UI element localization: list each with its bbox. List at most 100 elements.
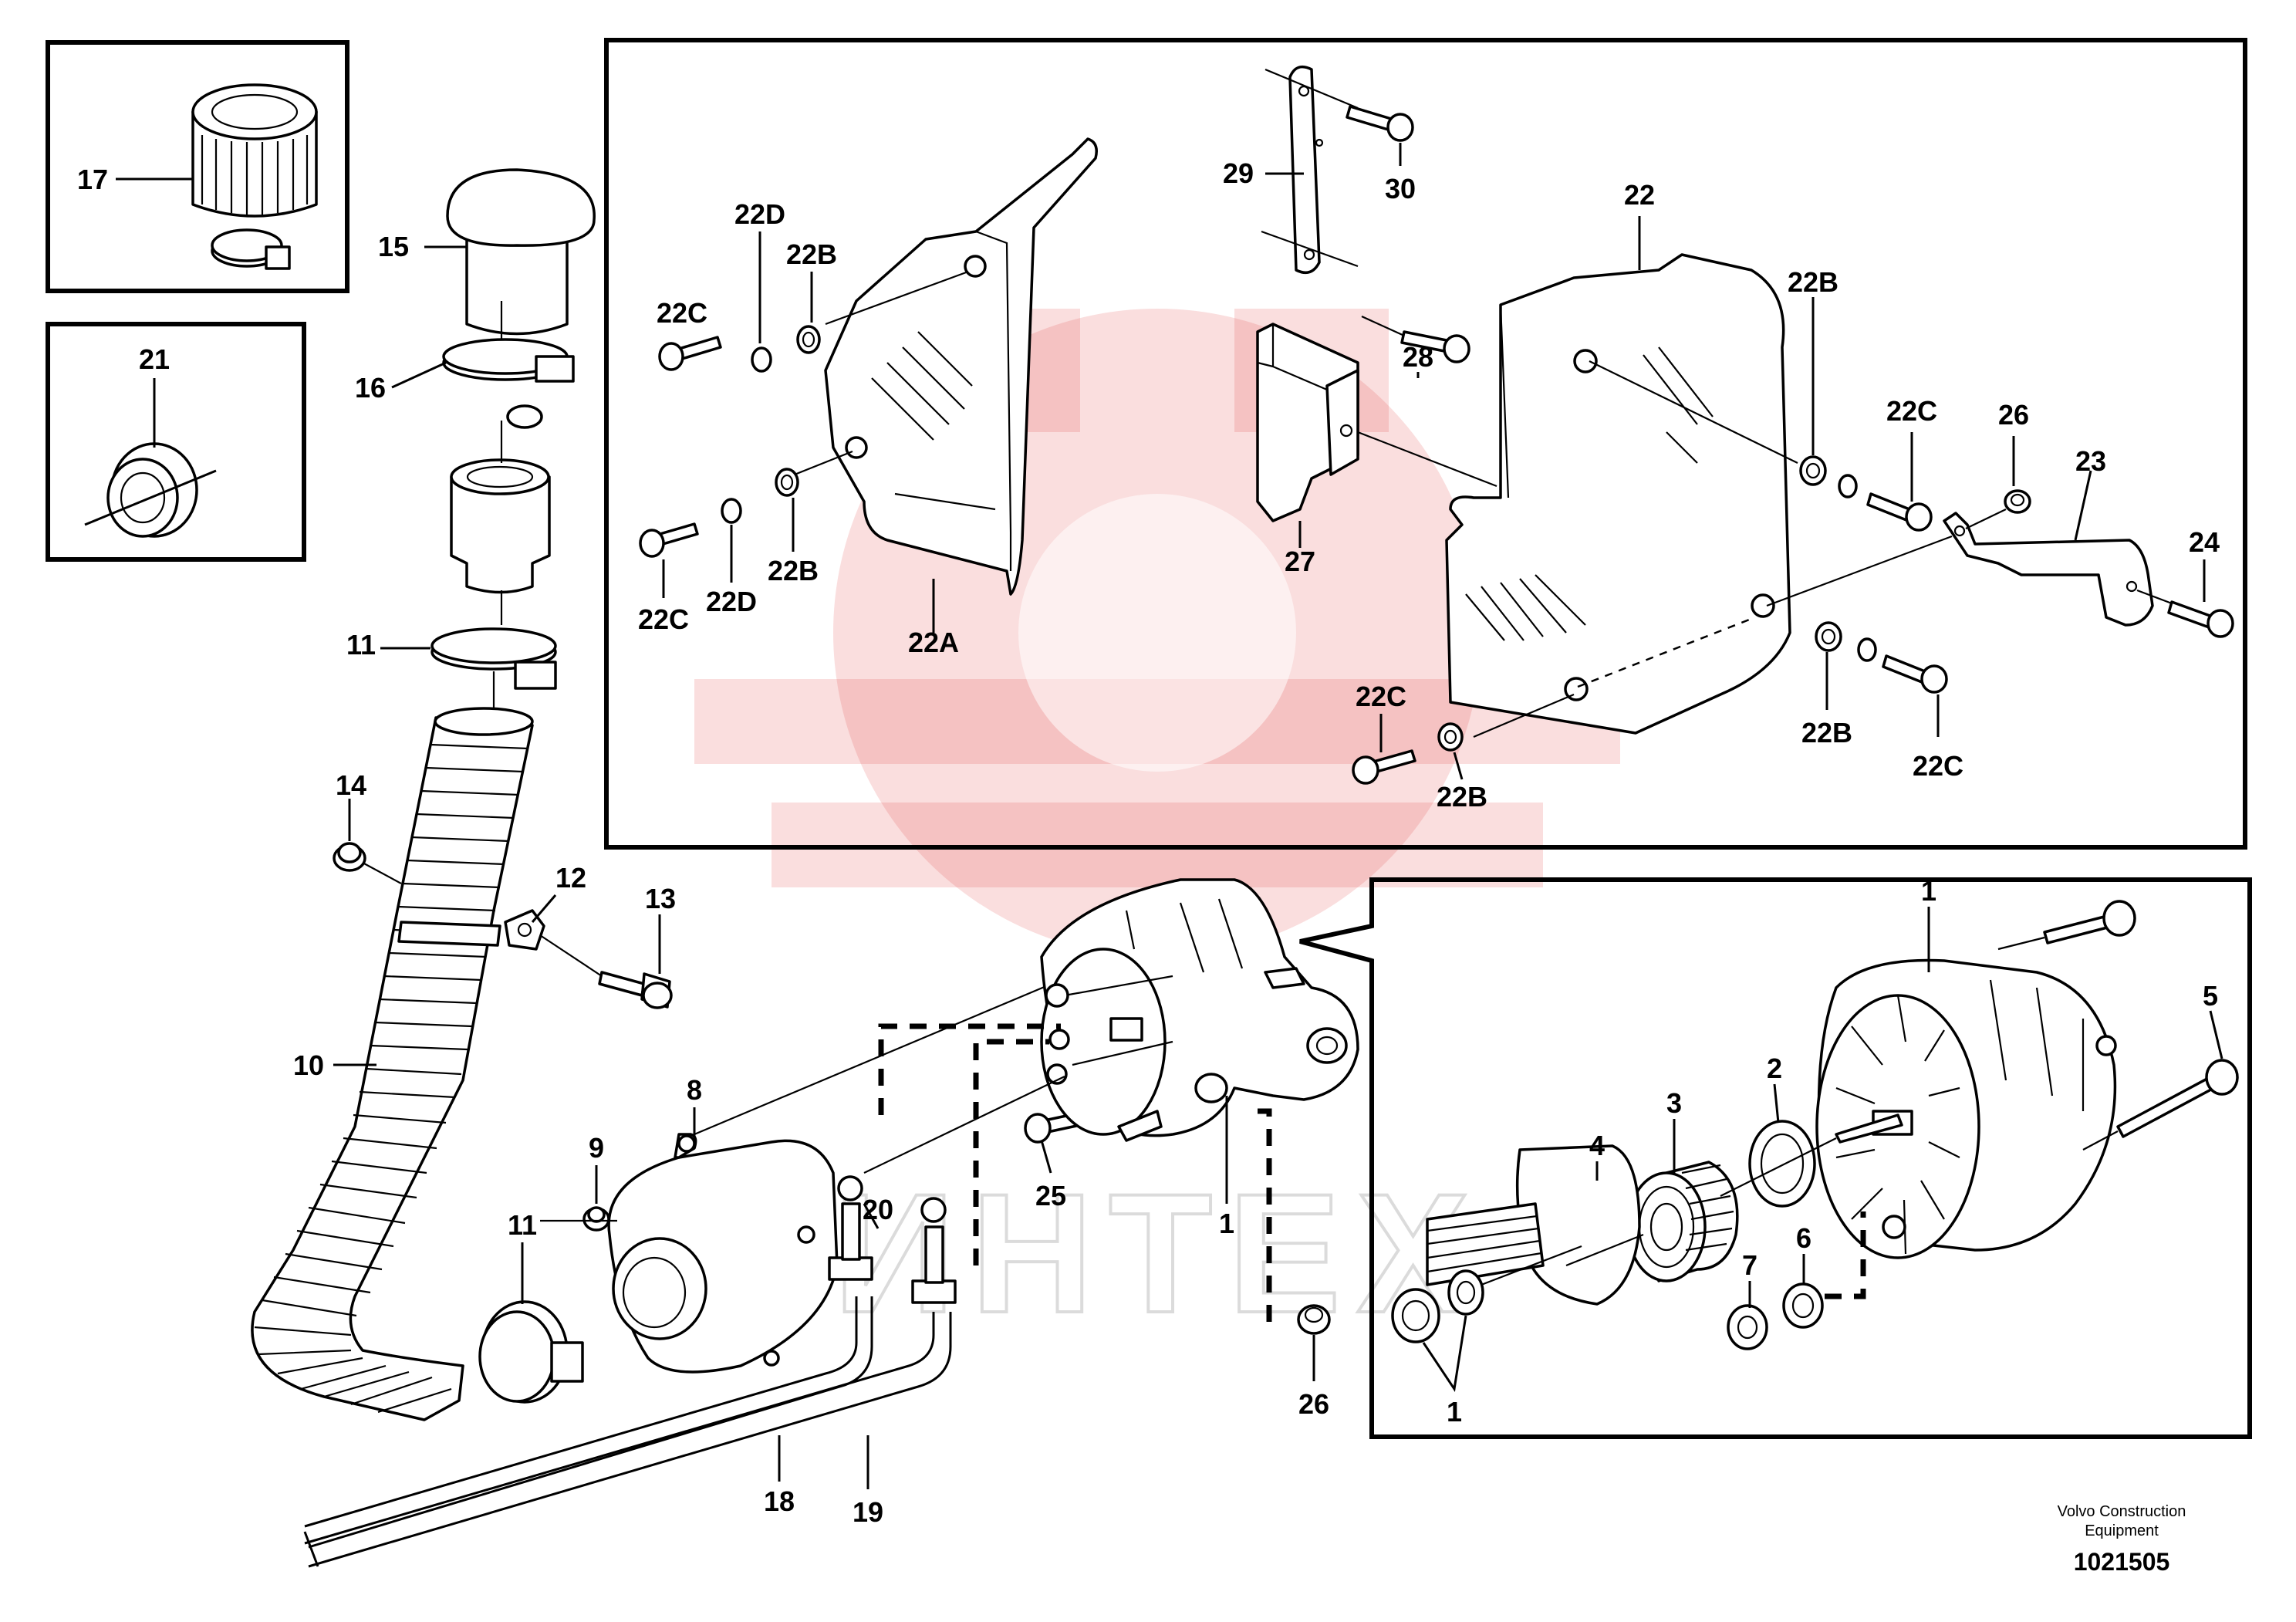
axis-29-upper: [1264, 68, 1359, 110]
hose-clamp-upper-part: [442, 338, 575, 429]
axis-bolt-top: [1997, 936, 2045, 951]
nut-washer-set-part: [1391, 1269, 1484, 1343]
alternator-main-part: [1040, 878, 1359, 1142]
rear-cover-part: [607, 1133, 839, 1374]
label-14: 14: [336, 769, 366, 801]
axis-pulley: [1720, 1137, 1837, 1197]
bushing-22b-right-upper-part: [1799, 455, 1827, 486]
label-22b-5: 22B: [1437, 781, 1487, 813]
washer-22d-lower-part: [721, 498, 742, 524]
axis-27: [1357, 431, 1497, 488]
hose-clamp-middle-part: [430, 627, 557, 718]
washer-22d-upper-part: [751, 346, 772, 373]
nut-7-part: [1727, 1304, 1768, 1350]
label-16: 16: [355, 372, 386, 404]
axis-belt: [1565, 1233, 1644, 1267]
label-6: 6: [1796, 1222, 1811, 1254]
washer-right-lower-part: [1857, 637, 1877, 662]
alternator-detail-part: [1815, 958, 2117, 1259]
leader-16: [391, 361, 447, 389]
label-22c-3: 22C: [1886, 395, 1937, 427]
leader-1-lower: [1422, 1315, 1467, 1393]
label-21: 21: [139, 343, 170, 375]
bolt-detail-top-part: [2043, 900, 2136, 944]
label-30: 30: [1385, 173, 1416, 204]
label-5: 5: [2203, 980, 2218, 1012]
label-18: 18: [764, 1485, 795, 1517]
label-22d-1: 22D: [734, 198, 785, 230]
bolt-13-part: [598, 971, 673, 1009]
drawing-number: 1021505: [2074, 1548, 2170, 1576]
leader-20: [863, 1203, 880, 1229]
nut-26-lower-part: [1297, 1304, 1331, 1335]
bushing-22b-left-lower-part: [775, 468, 799, 497]
label-22b-3: 22B: [1788, 266, 1838, 298]
axis-21: [84, 469, 217, 526]
axis-nut-set: [1481, 1245, 1582, 1286]
leader-25: [1040, 1140, 1052, 1174]
axis-22-lower: [1473, 693, 1575, 738]
alternator-detail-frame: [1299, 877, 2252, 1439]
label-22b-1: 22B: [786, 238, 837, 270]
company-name-line1: Volvo Construction: [2058, 1503, 2186, 1520]
label-19: 19: [853, 1496, 883, 1528]
strap-29-part: [1288, 65, 1324, 275]
heat-shield-22-part: [1445, 253, 1791, 735]
bolt-28-part: [1400, 330, 1470, 363]
dashed-axis-22: [1577, 616, 1756, 688]
axis-20: [863, 1076, 1065, 1174]
label-15: 15: [378, 231, 409, 262]
bolt-22c-left-lower-part: [639, 522, 699, 558]
label-11-top: 11: [346, 629, 376, 661]
label-26-upper: 26: [1998, 399, 2029, 431]
leader-12: [531, 894, 557, 923]
label-22: 22: [1624, 179, 1655, 211]
axis-bolt-5: [2082, 1130, 2119, 1151]
label-22b-2: 22B: [768, 555, 819, 586]
dashed-line-c: [1258, 1108, 1272, 1327]
label-28: 28: [1403, 341, 1433, 373]
inset-frame-21: [46, 322, 306, 562]
dashed-line-a: [878, 1023, 1061, 1115]
drive-belt-4-part: [1426, 1144, 1641, 1306]
label-27: 27: [1285, 546, 1315, 577]
bushing-22b-left-upper-part: [796, 325, 821, 354]
label-24: 24: [2189, 526, 2220, 558]
axis-22a-upper: [825, 270, 969, 326]
bolt-22c-right-lower-part: [1882, 654, 1948, 694]
label-1-detail: 1: [1921, 875, 1936, 907]
cable-19-part: [303, 1197, 957, 1568]
label-17: 17: [77, 164, 108, 195]
label-9: 9: [589, 1132, 604, 1164]
reducer-sleeve-part: [450, 421, 551, 625]
label-22a: 22A: [908, 627, 959, 658]
label-26-lower: 26: [1298, 1388, 1329, 1420]
label-2: 2: [1767, 1053, 1782, 1084]
axis-14: [362, 862, 402, 884]
axis-8: [694, 978, 1062, 1136]
bolt-22c-right-upper-part: [1866, 492, 1933, 532]
intake-cap-part: [446, 168, 596, 355]
bushing-22b-right-lower-part: [1815, 621, 1842, 652]
washer-26-upper-part: [2004, 489, 2031, 514]
axis-28: [1361, 315, 1405, 337]
bushing-part: [106, 442, 198, 538]
bolt-22c-left-upper-part: [658, 336, 722, 371]
label-1-lower: 1: [1447, 1396, 1462, 1428]
washer-right-upper-part: [1838, 474, 1858, 498]
axis-24: [2136, 589, 2173, 605]
label-22c-2: 22C: [638, 603, 689, 635]
bracket-27-part: [1256, 323, 1359, 522]
heat-shield-22a-part: [824, 137, 1098, 596]
bolt-22c-bottom-part: [1352, 749, 1416, 785]
label-12: 12: [555, 862, 586, 894]
axis-22-right: [1766, 535, 1953, 607]
bolt-30-part: [1346, 105, 1414, 142]
air-filter-part: [191, 83, 318, 270]
bracket-detail-frame: [604, 38, 2247, 850]
washer-2-part: [1748, 1120, 1816, 1208]
nut-14-part: [333, 842, 366, 872]
label-25: 25: [1035, 1180, 1066, 1211]
leader-5: [2209, 1010, 2223, 1059]
